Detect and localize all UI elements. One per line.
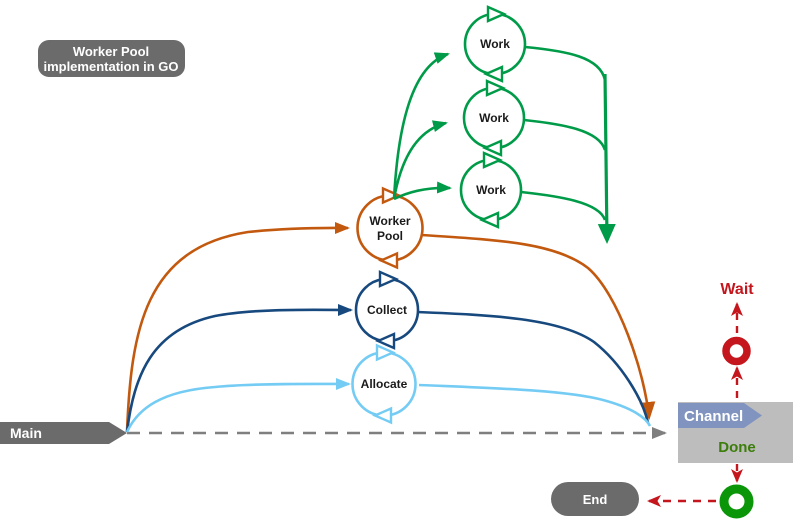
allocate-loop-top-icon [375,343,396,362]
channel-banner [678,403,762,428]
edge-workerpool-to-work1 [392,52,450,200]
edge-main-to-collect [125,303,353,433]
worker-pool-label-line2: Pool [377,229,403,243]
worker-pool-loop-bottom-icon [378,251,399,270]
node-worker-pool [356,186,424,270]
work2-loop-top-icon [485,79,506,97]
work2-label: Work [479,111,509,125]
work3-loop-top-icon [482,151,503,169]
main-label: Main [10,425,42,441]
edge-results-merge-arrow [597,73,616,244]
work2-loop-bottom-icon [482,139,503,157]
collect-loop-top-icon [378,270,399,288]
collect-loop-bottom-icon [375,332,396,350]
node-allocate [351,343,417,425]
worker-pool-circle [356,194,424,262]
done-ring-icon [719,484,754,519]
node-work2 [462,79,526,157]
work1-loop-top-icon [486,5,507,23]
collect-label: Collect [367,303,407,317]
edge-main-to-allocate [125,377,351,433]
title-line1: Worker Pool [73,44,149,59]
worker-pool-loop-top-icon [381,186,402,205]
edge-work2-result [523,118,607,151]
title-line2: implementation in GO [43,59,178,74]
worker-pool-label-line1: Worker [369,214,410,228]
node-work3 [459,151,523,229]
edge-collect-to-channel [416,310,650,424]
edge-allocate-to-channel [418,383,652,427]
wait-ring-icon [722,336,751,366]
end-label: End [583,492,608,507]
edge-work1-result [524,45,607,81]
done-label: Done [718,439,756,456]
node-collect [354,270,420,350]
work3-loop-bottom-icon [479,211,500,229]
edge-workerpool-to-work3 [393,181,452,201]
node-work1 [463,5,527,83]
main-banner [0,422,127,444]
edge-workerpool-to-work2 [392,120,448,200]
allocate-label: Allocate [361,377,408,391]
edge-main-to-workerpool [125,221,350,433]
end-node [551,482,639,516]
work3-label: Work [476,183,506,197]
edge-workerpool-to-channel [421,233,656,420]
allocate-loop-bottom-icon [372,406,393,425]
channel-label: Channel [684,408,743,425]
title-badge [38,40,185,77]
wait-label: Wait [720,281,754,298]
work1-loop-bottom-icon [483,65,504,83]
work1-label: Work [480,37,510,51]
edge-work3-result [520,190,607,221]
